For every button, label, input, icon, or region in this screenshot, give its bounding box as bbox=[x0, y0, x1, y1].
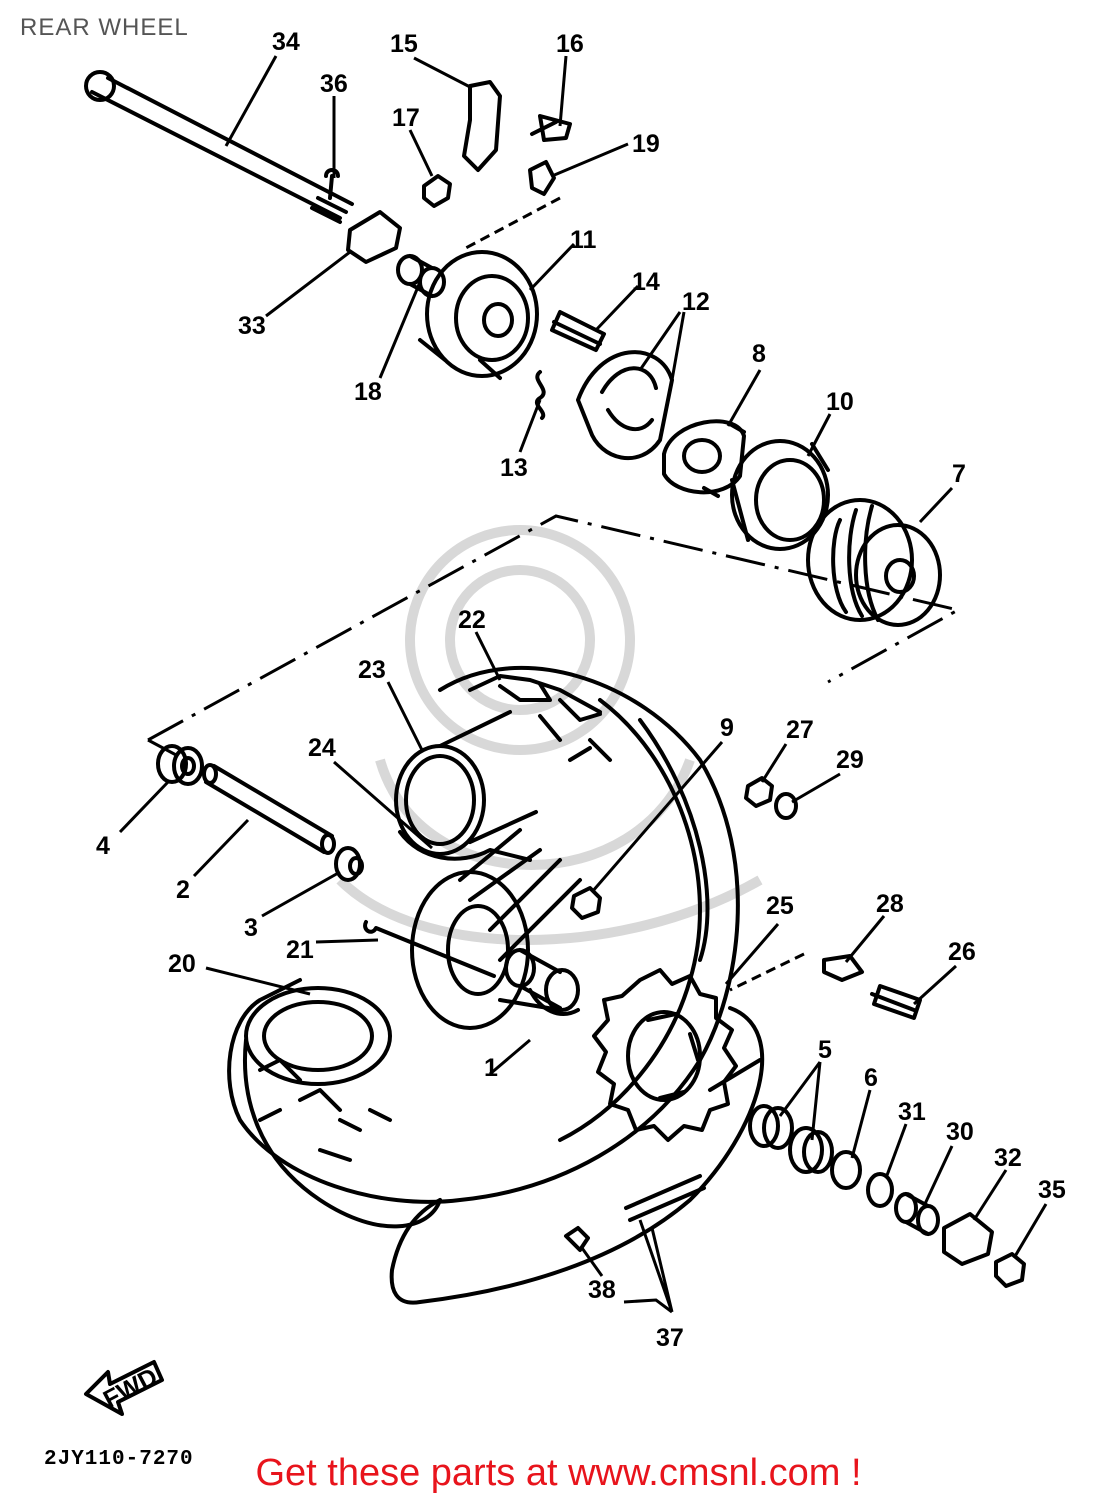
lock-nut bbox=[744, 776, 774, 808]
leader-lines bbox=[118, 55, 1048, 1314]
callout-34: 34 bbox=[272, 28, 300, 56]
callout-27: 27 bbox=[786, 716, 814, 744]
bearing-left bbox=[156, 744, 204, 786]
callout-21: 21 bbox=[286, 936, 314, 964]
drive-chain bbox=[389, 1006, 765, 1305]
chain-clip bbox=[564, 1226, 590, 1252]
spacer bbox=[202, 763, 336, 855]
bush bbox=[894, 1192, 940, 1236]
hub-nut bbox=[570, 886, 602, 920]
callout-2: 2 bbox=[176, 876, 190, 904]
brake-cam bbox=[550, 310, 606, 352]
callout-14: 14 bbox=[632, 268, 660, 296]
callout-30: 30 bbox=[946, 1118, 974, 1146]
sprocket bbox=[592, 968, 738, 1142]
callout-5: 5 bbox=[818, 1036, 832, 1064]
brake-cam-lever bbox=[462, 80, 502, 172]
parts-diagram: FWD bbox=[84, 28, 1066, 1416]
sprocket-bolt bbox=[870, 984, 922, 1020]
collar bbox=[396, 254, 446, 298]
callout-37: 37 bbox=[656, 1324, 684, 1352]
callout-29: 29 bbox=[836, 746, 864, 774]
callout-labels: 34 36 15 16 17 19 11 33 18 14 12 13 8 10… bbox=[96, 28, 1066, 1352]
callout-33: 33 bbox=[238, 312, 266, 340]
callout-10: 10 bbox=[826, 388, 854, 416]
callout-36: 36 bbox=[320, 70, 348, 98]
callout-22: 22 bbox=[458, 606, 486, 634]
tire-lower bbox=[243, 986, 442, 1229]
callout-31: 31 bbox=[898, 1098, 926, 1126]
page-title: REAR WHEEL bbox=[20, 14, 189, 41]
callout-28: 28 bbox=[876, 890, 904, 918]
washer bbox=[774, 792, 798, 820]
callout-20: 20 bbox=[168, 950, 196, 978]
assembly-boundary bbox=[147, 514, 963, 758]
callout-19: 19 bbox=[632, 130, 660, 158]
fwd-arrow-icon: FWD bbox=[84, 1360, 164, 1416]
callout-35: 35 bbox=[1038, 1176, 1066, 1204]
drawing-code: 2JY110-7270 bbox=[44, 1448, 194, 1471]
tube bbox=[394, 710, 538, 856]
callout-16: 16 bbox=[556, 30, 584, 58]
callout-26: 26 bbox=[948, 938, 976, 966]
callout-6: 6 bbox=[864, 1064, 878, 1092]
chain-joint bbox=[624, 1174, 706, 1222]
lock-washer bbox=[822, 954, 864, 982]
rim-pin bbox=[363, 920, 496, 978]
oil-seal bbox=[830, 1150, 862, 1190]
wheel-hub bbox=[410, 828, 582, 1030]
brake-drum-ring bbox=[730, 439, 830, 551]
guide-line bbox=[729, 952, 805, 992]
cotter-pin bbox=[324, 168, 340, 200]
collar-right bbox=[866, 1172, 894, 1208]
promo-link[interactable]: Get these parts at www.cmsnl.com ! bbox=[255, 1452, 862, 1494]
hub-plate bbox=[662, 419, 746, 498]
callout-18: 18 bbox=[354, 378, 382, 406]
callout-17: 17 bbox=[392, 104, 420, 132]
adjuster-plate bbox=[942, 1212, 994, 1266]
callout-1: 1 bbox=[484, 1054, 498, 1082]
callout-7: 7 bbox=[952, 460, 966, 488]
guide-line bbox=[461, 196, 561, 252]
axle-nut-plate bbox=[346, 210, 402, 264]
rear-tire bbox=[227, 666, 740, 1204]
brake-shoes bbox=[576, 350, 674, 460]
callout-25: 25 bbox=[766, 892, 794, 920]
callout-32: 32 bbox=[994, 1144, 1022, 1172]
axle bbox=[84, 70, 354, 224]
spacer-flange bbox=[334, 846, 364, 882]
callout-8: 8 bbox=[752, 340, 766, 368]
callout-24: 24 bbox=[308, 734, 336, 762]
callout-3: 3 bbox=[244, 914, 258, 942]
lever-bolt bbox=[530, 114, 572, 142]
callout-4: 4 bbox=[96, 832, 110, 860]
callout-15: 15 bbox=[390, 30, 418, 58]
callout-13: 13 bbox=[500, 454, 528, 482]
brake-drum bbox=[806, 498, 942, 627]
callout-11: 11 bbox=[570, 226, 597, 254]
hub-collar bbox=[504, 948, 580, 1016]
return-spring bbox=[534, 370, 546, 420]
lever-nut bbox=[422, 174, 452, 208]
callout-12: 12 bbox=[682, 288, 710, 316]
brake-shoe-plate bbox=[418, 250, 539, 380]
rim-band bbox=[398, 830, 532, 862]
wear-indicator bbox=[528, 160, 556, 196]
callout-9: 9 bbox=[720, 714, 734, 742]
bearings-right bbox=[748, 1104, 834, 1174]
axle-nut bbox=[994, 1252, 1026, 1288]
callout-38: 38 bbox=[588, 1276, 616, 1304]
callout-23: 23 bbox=[358, 656, 386, 684]
